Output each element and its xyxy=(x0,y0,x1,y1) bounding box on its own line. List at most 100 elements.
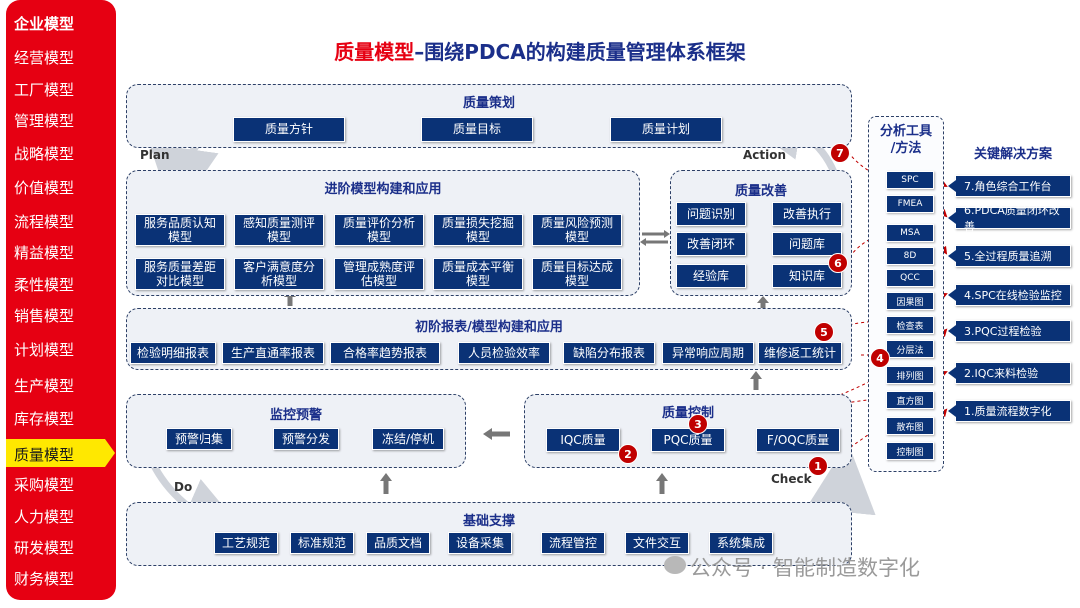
badge-7: 7 xyxy=(830,143,850,163)
planning-item[interactable]: 质量目标 xyxy=(421,117,533,142)
tool-item[interactable]: SPC xyxy=(886,171,934,189)
solution-item[interactable]: 7.角色综合工作台 xyxy=(948,175,1071,197)
sidebar-item-quality[interactable]: 质量模型 xyxy=(14,446,75,464)
foundation-item[interactable]: 品质文档 xyxy=(366,532,430,554)
label-action: Action xyxy=(743,148,787,162)
sidebar-item[interactable]: 流程模型 xyxy=(14,213,75,231)
sidebar-item[interactable]: 人力模型 xyxy=(14,508,75,526)
foundation-item[interactable]: 文件交互 xyxy=(625,532,689,554)
advanced-model[interactable]: 服务质量差距 对比模型 xyxy=(135,258,225,290)
report-item[interactable]: 合格率趋势报表 xyxy=(330,342,440,364)
improve-item[interactable]: 知识库 xyxy=(772,264,842,288)
tool-item[interactable]: 散布图 xyxy=(886,417,934,435)
sidebar-item[interactable]: 生产模型 xyxy=(14,377,75,395)
sidebar-item-enterprise[interactable]: 企业模型 xyxy=(14,15,75,33)
sidebar-item[interactable]: 价值模型 xyxy=(14,179,75,197)
advanced-model[interactable]: 质量目标达成 模型 xyxy=(532,258,622,290)
foundation-item[interactable]: 工艺规范 xyxy=(214,532,278,554)
sidebar-item[interactable]: 销售模型 xyxy=(14,307,75,325)
sidebar xyxy=(6,0,116,600)
monitor-item[interactable]: 冻结/停机 xyxy=(372,428,444,450)
improve-item[interactable]: 问题识别 xyxy=(676,202,746,226)
tool-item[interactable]: MSA xyxy=(886,224,934,242)
report-item[interactable]: 异常响应周期 xyxy=(662,342,754,364)
solutions-title: 关键解决方案 xyxy=(973,147,1052,162)
monitor-item[interactable]: 预警归集 xyxy=(166,428,232,450)
foundation-item[interactable]: 设备采集 xyxy=(448,532,512,554)
foundation-item[interactable]: 流程管控 xyxy=(541,532,605,554)
foundation-item[interactable]: 系统集成 xyxy=(709,532,773,554)
solution-item[interactable]: 2.IQC来料检验 xyxy=(948,362,1071,384)
solution-item[interactable]: 4.SPC在线检验监控 xyxy=(948,284,1071,306)
sidebar-item[interactable]: 工厂模型 xyxy=(14,81,75,99)
control-item[interactable]: F/OQC质量 xyxy=(756,428,840,452)
planning-item[interactable]: 质量计划 xyxy=(610,117,722,142)
label-check: Check xyxy=(771,472,812,486)
sidebar-item[interactable]: 战略模型 xyxy=(14,145,75,163)
label-plan: Plan xyxy=(140,148,170,162)
tool-item[interactable]: 控制图 xyxy=(886,442,934,460)
sidebar-item[interactable]: 经营模型 xyxy=(14,49,75,67)
advanced-model[interactable]: 管理成熟度评 估模型 xyxy=(334,258,424,290)
advanced-model[interactable]: 质量风险预测 模型 xyxy=(532,214,622,246)
tool-item[interactable]: 因果图 xyxy=(886,292,934,310)
badge-2: 2 xyxy=(618,444,638,464)
solution-item[interactable]: 5.全过程质量追溯 xyxy=(948,245,1071,267)
report-item[interactable]: 人员检验效率 xyxy=(458,342,550,364)
tool-item[interactable]: FMEA xyxy=(886,195,934,213)
solution-item[interactable]: 6.PDCA质量闭环改善 xyxy=(948,204,1071,233)
tool-item[interactable]: 直方图 xyxy=(886,391,934,409)
report-item[interactable]: 缺陷分布报表 xyxy=(563,342,655,364)
report-item[interactable]: 检验明细报表 xyxy=(130,342,216,364)
sidebar-item[interactable]: 研发模型 xyxy=(14,539,75,557)
sidebar-item[interactable]: 精益模型 xyxy=(14,244,75,262)
advanced-model[interactable]: 质量评价分析 模型 xyxy=(334,214,424,246)
planning-item[interactable]: 质量方针 xyxy=(233,117,345,142)
advanced-model[interactable]: 质量损失挖掘 模型 xyxy=(433,214,523,246)
advanced-model[interactable]: 质量成本平衡 模型 xyxy=(433,258,523,290)
sidebar-active-highlight xyxy=(6,439,105,467)
page-title-highlight: 质量模型 xyxy=(334,40,415,64)
badge-6: 6 xyxy=(828,253,848,273)
monitor-title: 监控预警 xyxy=(269,408,322,423)
improve-item[interactable]: 问题库 xyxy=(772,232,842,256)
page-title: 质量模型–围绕PDCA的构建质量管理体系框架 xyxy=(250,36,830,65)
tool-item[interactable]: 分层法 xyxy=(886,340,934,358)
badge-1: 1 xyxy=(808,456,828,476)
tools-title: 分析工具 /方法 xyxy=(879,124,932,156)
improve-item[interactable]: 改善执行 xyxy=(772,202,842,226)
advanced-model[interactable]: 感知质量测评 模型 xyxy=(234,214,324,246)
control-title: 质量控制 xyxy=(661,406,714,421)
control-item[interactable]: IQC质量 xyxy=(546,428,620,452)
tool-item[interactable]: 8D xyxy=(886,247,934,265)
badge-3: 3 xyxy=(688,414,708,434)
sidebar-item[interactable]: 柔性模型 xyxy=(14,276,75,294)
tool-item[interactable]: 排列图 xyxy=(886,366,934,384)
report-item[interactable]: 维修返工统计 xyxy=(758,342,842,364)
advanced-model[interactable]: 客户满意度分 析模型 xyxy=(234,258,324,290)
solution-item[interactable]: 3.PQC过程检验 xyxy=(948,320,1071,342)
foundation-item[interactable]: 标准规范 xyxy=(290,532,354,554)
sidebar-item[interactable]: 计划模型 xyxy=(14,341,75,359)
label-do: Do xyxy=(174,480,193,494)
improve-item[interactable]: 改善闭环 xyxy=(676,232,746,256)
badge-5: 5 xyxy=(814,322,834,342)
tool-item[interactable]: 检查表 xyxy=(886,316,934,334)
watermark: 公众号 · 智能制造数字化 xyxy=(690,556,921,580)
planning-title: 质量策划 xyxy=(462,96,515,111)
page-title-rest: –围绕PDCA的构建质量管理体系框架 xyxy=(414,40,746,64)
sidebar-item[interactable]: 库存模型 xyxy=(14,410,75,428)
foundation-title: 基础支撑 xyxy=(462,514,515,529)
monitor-item[interactable]: 预警分发 xyxy=(273,428,339,450)
solution-item[interactable]: 1.质量流程数字化 xyxy=(948,400,1071,422)
sidebar-item[interactable]: 财务模型 xyxy=(14,570,75,588)
tool-item[interactable]: QCC xyxy=(886,269,934,287)
improve-title: 质量改善 xyxy=(734,184,787,199)
advanced-model[interactable]: 服务品质认知 模型 xyxy=(135,214,225,246)
sidebar-item[interactable]: 管理模型 xyxy=(14,112,75,130)
report-item[interactable]: 生产直通率报表 xyxy=(222,342,324,364)
control-item[interactable]: PQC质量 xyxy=(651,428,725,452)
sidebar-active-arrow-icon xyxy=(105,439,115,467)
sidebar-item[interactable]: 采购模型 xyxy=(14,476,75,494)
improve-item[interactable]: 经验库 xyxy=(676,264,746,288)
